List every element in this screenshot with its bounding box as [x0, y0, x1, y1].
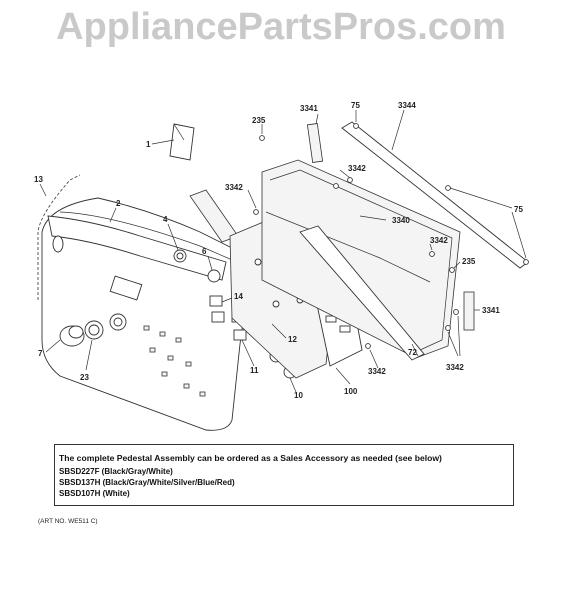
control-panel-top-edge — [59, 211, 247, 267]
screw-75-right — [445, 185, 451, 191]
screw-75-top — [353, 123, 359, 129]
switch-14a — [209, 295, 223, 307]
switch-14b — [211, 311, 225, 323]
backsplash-plate-3340 — [261, 159, 461, 359]
panel-button-f — [185, 361, 192, 367]
callout-2: 2 — [116, 199, 121, 208]
long-rail-72 — [299, 225, 425, 361]
board-chip-1 — [325, 315, 337, 323]
panel-knob-seat-inner — [113, 317, 123, 327]
end-cap-3341-top — [306, 123, 324, 163]
panel-display-window — [109, 275, 143, 301]
callout-14: 14 — [234, 292, 243, 301]
callout-3342-left: 3342 — [225, 183, 243, 192]
label-card-1 — [169, 123, 195, 161]
panel-button-d — [149, 347, 156, 353]
screw-235-right — [449, 267, 455, 273]
screw-235-top — [259, 135, 265, 141]
pedestal-option: SBSD137H (Black/Gray/White/Silver/Blue/R… — [59, 478, 235, 487]
pedestal-note-box: The complete Pedestal Assembly can be or… — [54, 444, 514, 506]
callout-1: 1 — [146, 140, 151, 149]
callout-235-top: 235 — [252, 116, 266, 125]
screw-3342-f — [445, 325, 451, 331]
callout-11: 11 — [250, 366, 259, 375]
panel-button-b — [159, 331, 166, 337]
callout-3342-upper: 3342 — [348, 164, 366, 173]
screw-3342-d — [429, 251, 435, 257]
panel-button-c — [175, 337, 182, 343]
callout-3341-bottom: 3341 — [482, 306, 500, 315]
callout-75-top: 75 — [351, 101, 360, 110]
small-knob-4-inner — [176, 252, 184, 260]
callout-12: 12 — [288, 335, 297, 344]
panel-button-h — [183, 383, 190, 389]
knob-6 — [207, 269, 221, 283]
panel-button-a — [143, 325, 150, 331]
screw-3342-a — [253, 209, 259, 215]
callout-3342-bottom: 3342 — [368, 367, 386, 376]
knob-ring-23-inner — [88, 324, 100, 336]
end-cap-3341-bottom — [463, 291, 475, 331]
callout-72: 72 — [408, 348, 417, 357]
panel-button-e — [167, 355, 174, 361]
front-panel-outline-13 — [37, 174, 81, 300]
callout-23: 23 — [80, 373, 89, 382]
pedestal-option: SBSD107H (White) — [59, 489, 130, 498]
callout-6: 6 — [202, 247, 207, 256]
callout-100: 100 — [344, 387, 358, 396]
backsplash-channel — [265, 211, 431, 283]
leader-lines — [39, 109, 527, 393]
large-knob-7-face — [68, 325, 84, 339]
pedestal-option: SBSD227F (Black/Gray/White) — [59, 467, 173, 476]
callout-3342-mid-right: 3342 — [430, 236, 448, 245]
label-card-fold — [173, 123, 185, 141]
callout-3341-top: 3341 — [300, 104, 318, 113]
screw-3342-b — [333, 183, 339, 189]
panel-button-g — [161, 371, 168, 377]
switch-11b — [233, 329, 247, 341]
board-chip-2 — [339, 325, 351, 333]
callout-10: 10 — [294, 391, 303, 400]
board-hole-1 — [254, 258, 262, 266]
callout-4: 4 — [163, 215, 168, 224]
board-hole-4 — [272, 300, 280, 308]
callout-3344: 3344 — [398, 101, 416, 110]
screw-3342-c — [347, 177, 353, 183]
screw-3342-e — [365, 343, 371, 349]
screw-3342-g — [453, 309, 459, 315]
art-number: (ART NO. WE511 C) — [38, 518, 98, 525]
callout-7: 7 — [38, 349, 43, 358]
control-panel-trim-2 — [47, 215, 227, 281]
site-watermark: AppliancePartsPros.com — [56, 6, 506, 48]
pedestal-note-heading: The complete Pedestal Assembly can be or… — [59, 453, 442, 463]
panel-button-i — [199, 391, 206, 397]
callout-235-right: 235 — [462, 257, 476, 266]
callout-13: 13 — [34, 175, 43, 184]
callout-3342-bottom-right: 3342 — [446, 363, 464, 372]
screw-75-end — [523, 259, 529, 265]
panel-left-cap — [52, 235, 64, 253]
backsplash-inner-edge — [269, 169, 453, 351]
callout-75-right: 75 — [514, 205, 523, 214]
callout-3340: 3340 — [392, 216, 410, 225]
